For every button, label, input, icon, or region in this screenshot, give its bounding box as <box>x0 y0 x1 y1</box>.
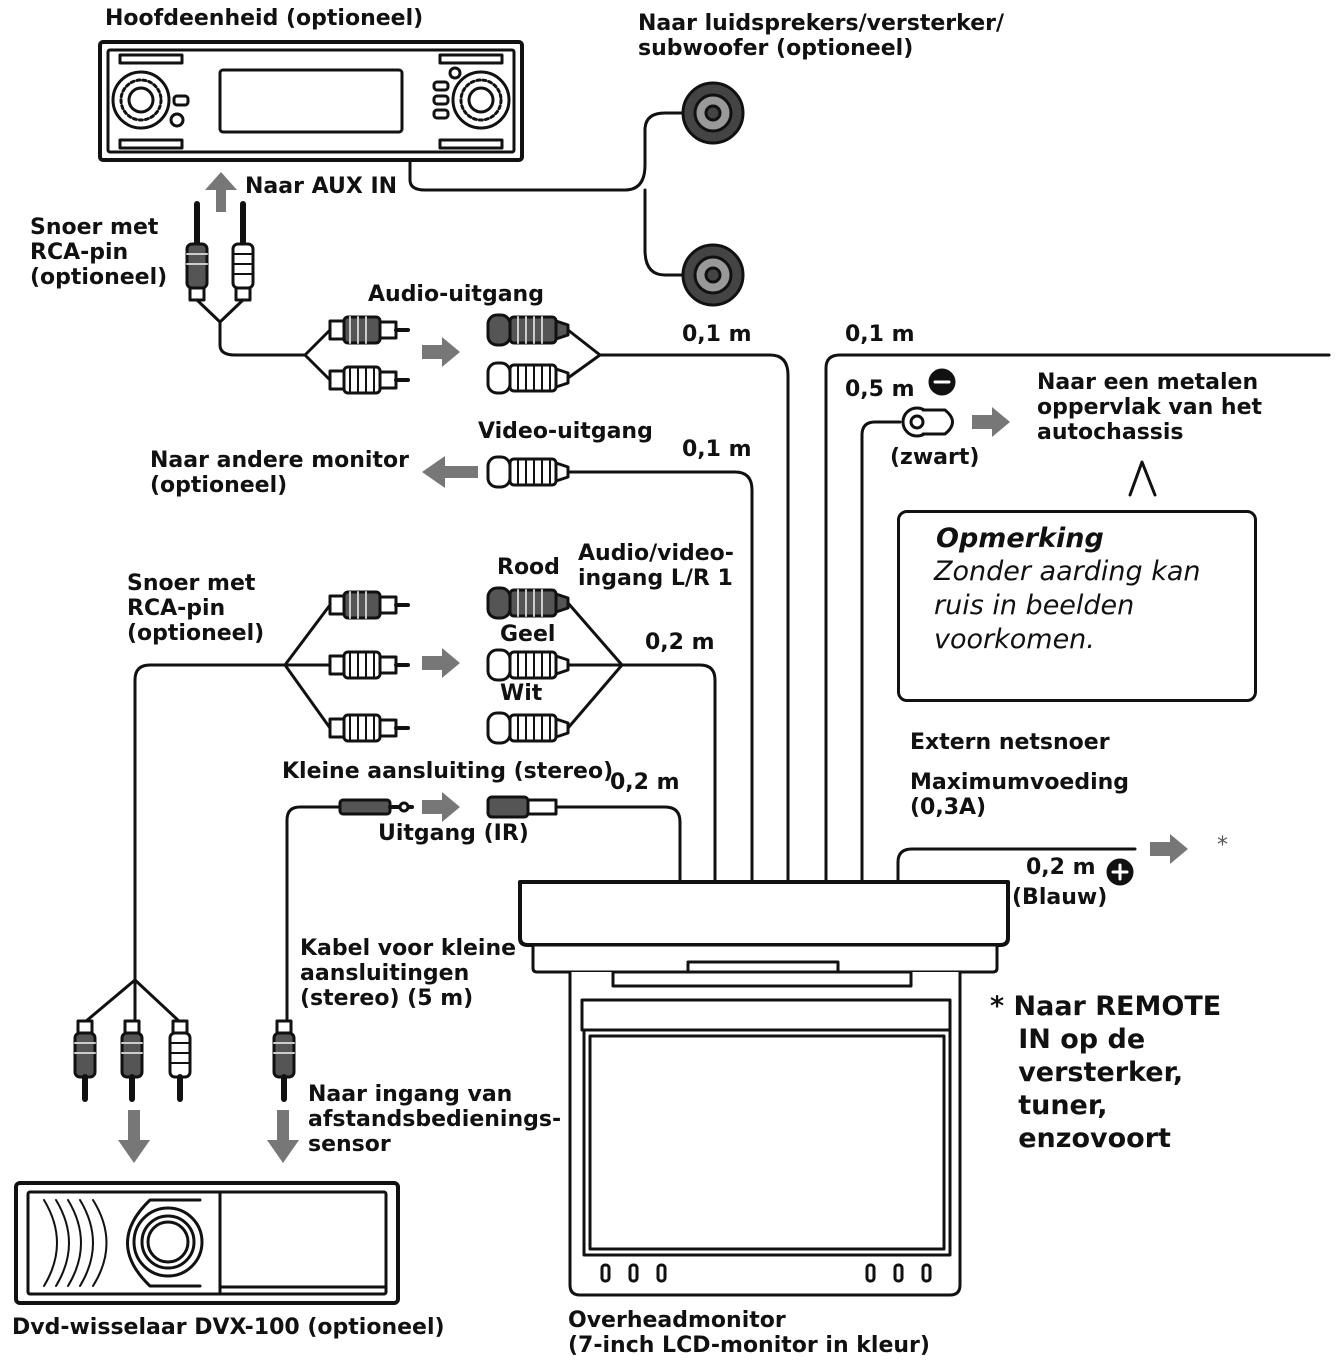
remote-note-label: * Naar REMOTE IN op de versterker, tuner… <box>990 991 1222 1154</box>
plus-terminal-icon <box>1106 858 1134 886</box>
remote-sensor-label: Naar ingang van afstandsbedienings- sens… <box>308 1082 562 1157</box>
rca-cord-mid <box>133 590 410 982</box>
ir-output-jack <box>486 795 682 882</box>
arrow-down-icon <box>118 1110 150 1163</box>
overhead-monitor <box>518 880 1010 1297</box>
audio-length-label: 0,1 m <box>682 322 752 347</box>
arrow-icon <box>420 646 462 680</box>
red-label: Rood <box>497 555 560 580</box>
video-length-label: 0,1 m <box>682 437 752 462</box>
overhead-monitor-label: Overheadmonitor (7-inch LCD-monitor in k… <box>568 1308 930 1358</box>
ground-length-label: 0,5 m <box>845 377 915 402</box>
av-input-jacks <box>486 586 717 882</box>
ground-cable <box>860 420 902 882</box>
power-cable-top <box>824 353 1331 882</box>
power-length-label: 0,1 m <box>845 322 915 347</box>
black-label: (zwart) <box>890 445 980 470</box>
speaker-icon <box>681 81 745 145</box>
speaker-icon <box>681 243 745 307</box>
blue-label: (Blauw) <box>1012 885 1108 910</box>
chassis-label: Naar een metalen oppervlak van het autoc… <box>1037 370 1263 445</box>
ir-output-label: Uitgang (IR) <box>378 821 529 846</box>
mini-plug <box>274 1021 294 1099</box>
ir-length-label: 0,2 m <box>610 770 680 795</box>
arrow-icon <box>970 405 1012 439</box>
head-unit-label: Hoofdeenheid (optioneel) <box>105 6 424 31</box>
asterisk-label: * <box>1217 833 1228 858</box>
arrow-down-icon <box>267 1110 299 1163</box>
av-input-label: Audio/video- ingang L/R 1 <box>578 541 734 591</box>
arrow-icon <box>1148 832 1190 866</box>
other-monitor-label: Naar andere monitor (optioneel) <box>150 448 409 498</box>
speaker-cable <box>408 111 687 277</box>
remote-cable <box>896 847 1137 882</box>
yellow-label: Geel <box>500 622 556 647</box>
note-box: Opmerking Zonder aarding kan ruis in bee… <box>897 510 1257 702</box>
arrow-left-icon <box>422 456 478 488</box>
external-power-label: Extern netsnoer <box>910 730 1110 755</box>
arrow-icon <box>420 790 462 824</box>
mini-jack-label: Kleine aansluiting (stereo) <box>282 759 614 784</box>
mini-plug-cable <box>285 798 414 1032</box>
aux-in-label: Naar AUX IN <box>245 174 398 199</box>
rca-cord-top-label: Snoer met RCA-pin (optioneel) <box>30 215 168 290</box>
video-output-label: Video-uitgang <box>478 419 653 444</box>
rca-cord-mid-label: Snoer met RCA-pin (optioneel) <box>127 571 265 646</box>
note-pointer <box>1128 460 1157 497</box>
audio-output-label: Audio-uitgang <box>368 282 544 307</box>
dvd-rca-plugs <box>75 978 190 1099</box>
av-length-label: 0,2 m <box>645 630 715 655</box>
white-label: Wit <box>500 681 543 706</box>
video-output-jack <box>486 455 754 882</box>
arrow-icon <box>420 335 462 369</box>
head-unit <box>98 40 524 162</box>
blue-length-label: 0,2 m <box>1026 855 1096 880</box>
dvd-changer-label: Dvd-wisselaar DVX-100 (optioneel) <box>12 1315 445 1340</box>
mini-cable-label: Kabel voor kleine aansluitingen (stereo)… <box>300 936 517 1011</box>
note-text: Zonder aarding kan ruis in beelden voork… <box>934 556 1201 655</box>
note-title: Opmerking <box>936 523 1104 554</box>
ground-terminal-icon <box>901 406 954 438</box>
dvd-changer <box>14 1181 400 1305</box>
aux-arrow-icon <box>205 172 237 212</box>
max-supply-label: Maximumvoeding (0,3A) <box>910 770 1130 820</box>
minus-terminal-icon <box>928 368 956 396</box>
rca-cord-top <box>187 204 410 395</box>
speakers-label: Naar luidsprekers/versterker/ subwoofer … <box>638 11 1004 61</box>
audio-output-jacks <box>486 313 790 882</box>
